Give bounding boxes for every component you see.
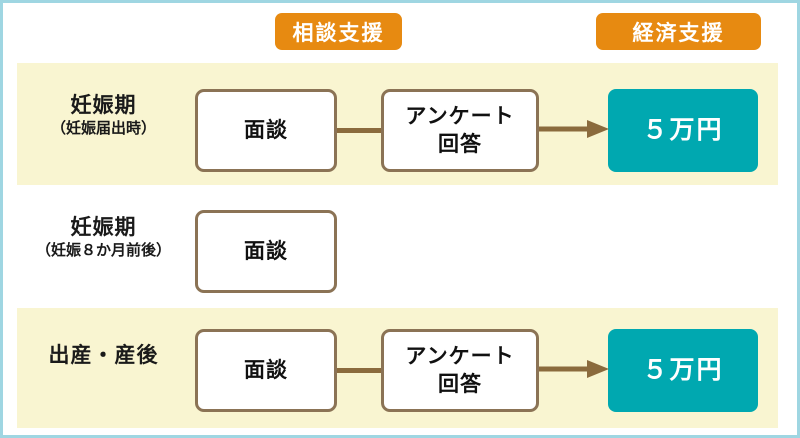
node-survey-row3: アンケート 回答 — [381, 329, 539, 412]
row-label-main: 妊娠期 — [70, 216, 137, 239]
connector-line-row1 — [337, 128, 381, 133]
connector-arrow-row3 — [539, 360, 609, 378]
row-label-main: 妊娠期 — [70, 94, 137, 117]
badge-consultation-support: 相談支援 — [275, 13, 402, 50]
survey-label-line2: 回答 — [437, 372, 482, 396]
node-benefit-row3: ５万円 — [608, 329, 758, 412]
row-label-pregnancy-8months: 妊娠期 （妊娠８か月前後） — [21, 215, 186, 262]
connector-line-row3 — [337, 368, 381, 373]
row-label-pregnancy-registration: 妊娠期 （妊娠届出時） — [21, 93, 186, 140]
node-interview-row3: 面談 — [195, 329, 337, 412]
node-interview-row2: 面談 — [195, 210, 337, 293]
survey-label-line1: アンケート — [405, 105, 515, 129]
node-interview-row1: 面談 — [195, 89, 337, 172]
row-label-birth-postpartum: 出産・産後 — [21, 343, 186, 369]
row-label-sub: （妊娠８か月前後） — [35, 242, 171, 260]
survey-label-line1: アンケート — [405, 345, 515, 369]
badge-economic-support: 経済支援 — [596, 13, 761, 50]
row-label-sub: （妊娠届出時） — [50, 120, 156, 138]
connector-arrow-row1 — [539, 120, 609, 138]
row-label-main: 出産・産後 — [48, 344, 159, 367]
survey-label-line2: 回答 — [437, 132, 482, 156]
node-survey-row1: アンケート 回答 — [381, 89, 539, 172]
node-benefit-row1: ５万円 — [608, 89, 758, 172]
